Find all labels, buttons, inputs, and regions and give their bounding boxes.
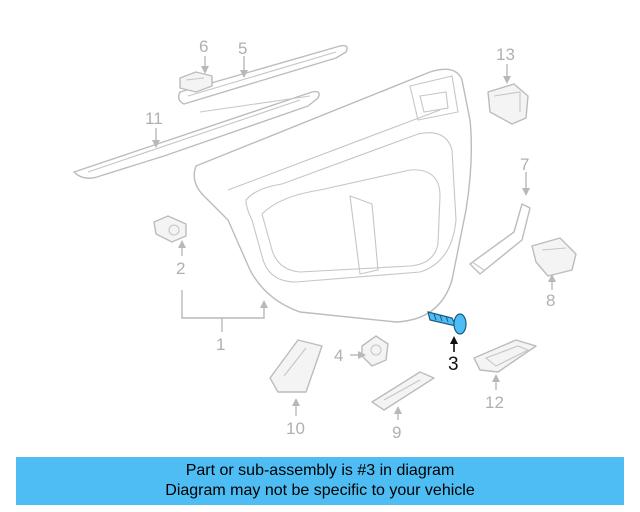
part-6-clip[interactable] xyxy=(179,71,213,93)
callout-3: 3 xyxy=(448,354,459,375)
banner-line-2: Diagram may not be specific to your vehi… xyxy=(165,482,475,499)
callout-9: 9 xyxy=(392,423,401,442)
callout-labels: 6 5 11 13 7 8 2 1 4 3 10 9 12 xyxy=(145,37,555,442)
callout-2: 2 xyxy=(176,259,185,278)
part-13-switch[interactable] xyxy=(487,83,529,125)
banner-line-1: Part or sub-assembly is #3 in diagram xyxy=(185,462,455,479)
callout-6: 6 xyxy=(199,37,208,56)
callout-5: 5 xyxy=(238,39,247,58)
part-8-bracket[interactable] xyxy=(531,237,577,277)
callout-13: 13 xyxy=(496,45,515,64)
part-4-grommet[interactable] xyxy=(361,335,389,367)
callout-8: 8 xyxy=(546,291,555,310)
part-5-garnish-strip[interactable] xyxy=(177,44,348,105)
info-banner: Part or sub-assembly is #3 in diagram Di… xyxy=(16,457,624,505)
part-1-door-trim-panel[interactable] xyxy=(193,68,473,323)
part-3-screw[interactable] xyxy=(427,311,467,335)
callout-11: 11 xyxy=(145,109,163,128)
callout-7: 7 xyxy=(520,155,529,174)
callout-1: 1 xyxy=(216,335,225,354)
callout-4: 4 xyxy=(334,346,343,365)
part-11-belt-molding[interactable] xyxy=(73,90,320,179)
part-9-pull-strap[interactable] xyxy=(371,371,435,411)
leader-lines xyxy=(152,56,556,420)
part-7-rod[interactable] xyxy=(469,203,531,275)
callout-12: 12 xyxy=(485,393,504,412)
part-10-armrest[interactable] xyxy=(269,339,323,393)
part-2-fastener[interactable] xyxy=(153,215,187,243)
parts-diagram: 6 5 11 13 7 8 2 1 4 3 10 9 12 xyxy=(73,37,577,442)
part-12-bezel[interactable] xyxy=(473,339,537,373)
callout-10: 10 xyxy=(286,419,305,438)
